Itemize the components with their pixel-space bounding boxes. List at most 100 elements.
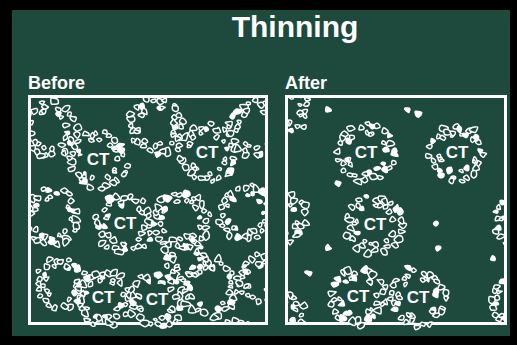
cell-blob	[105, 174, 110, 180]
cell-blob	[52, 265, 56, 269]
cell-blob	[45, 197, 49, 201]
cell-blob	[58, 233, 62, 237]
cell-blob	[464, 165, 469, 170]
cell-blob	[155, 322, 161, 326]
cell-blob	[250, 295, 255, 299]
cell-blob	[343, 232, 350, 239]
cell-blob	[334, 277, 340, 283]
cell-blob	[32, 237, 37, 240]
cell-blob	[391, 242, 398, 248]
cell-blob	[159, 316, 165, 321]
cell-blob	[202, 209, 207, 213]
cell-blob	[224, 228, 230, 231]
cell-blob	[424, 278, 427, 281]
clump-label: CT	[355, 143, 378, 163]
cell-blob	[198, 176, 205, 180]
cell-blob	[255, 262, 261, 267]
cell-blob	[493, 210, 498, 213]
cell-blob	[63, 238, 69, 246]
cell-blob	[223, 266, 230, 271]
cell-blob	[91, 322, 95, 326]
cell-blob	[438, 173, 444, 178]
cell-blob	[360, 207, 364, 211]
cell-blob	[112, 246, 119, 250]
cell-blob	[380, 289, 386, 295]
cell-blob	[427, 322, 432, 327]
cell-blob	[42, 145, 46, 149]
cell-blob	[131, 138, 135, 143]
cell-blob	[292, 224, 298, 229]
cell-blob	[138, 232, 145, 236]
cell-blob	[151, 222, 156, 226]
cell-blob	[364, 250, 371, 257]
cell-blob	[473, 160, 476, 163]
cell-blob	[504, 199, 505, 205]
cell-blob	[384, 245, 390, 248]
clump-label: CT	[92, 288, 115, 308]
cell-blob	[301, 209, 308, 216]
cell-blob	[260, 229, 264, 233]
cell-blob	[199, 131, 203, 135]
cell-blob	[246, 102, 250, 105]
cell-blob	[84, 307, 89, 310]
cell-blob	[74, 132, 80, 138]
cell-blob	[405, 265, 412, 270]
cell-blob	[473, 157, 477, 164]
cell-blob	[129, 124, 133, 129]
cell-blob	[191, 265, 196, 268]
cell-blob	[170, 253, 176, 256]
cell-blob	[469, 127, 477, 133]
cell-blob	[72, 290, 77, 296]
cell-blob	[199, 127, 204, 131]
cell-blob	[257, 200, 262, 204]
cell-blob	[162, 98, 167, 102]
cell-blob	[135, 128, 140, 134]
cell-blob	[414, 325, 420, 329]
cell-blob	[227, 274, 231, 279]
cell-blob	[195, 248, 199, 253]
clump-fill	[340, 127, 392, 179]
cell-blob	[159, 216, 165, 220]
cell-blob	[219, 205, 225, 210]
cell-blob	[70, 152, 75, 156]
cell-blob	[77, 149, 81, 153]
cell-blob	[153, 143, 157, 149]
cell-blob	[225, 147, 229, 150]
cell-blob	[288, 240, 293, 245]
cell-blob	[105, 233, 111, 238]
cell-blob	[42, 109, 46, 113]
cell-blob	[494, 285, 501, 289]
cell-blob	[68, 198, 74, 204]
cell-blob	[31, 146, 35, 151]
clump-fill	[393, 273, 443, 323]
cell-blob	[254, 235, 260, 239]
cell-blob	[230, 197, 236, 202]
cell-blob	[222, 307, 230, 312]
cell-blob	[365, 315, 372, 322]
cell-blob	[94, 131, 98, 135]
cell-blob	[44, 289, 49, 293]
cell-blob	[190, 125, 197, 130]
cell-blob	[43, 272, 46, 276]
cell-blob	[41, 284, 45, 287]
cell-blob	[197, 265, 202, 269]
cell-blob	[471, 137, 476, 143]
cell-blob	[378, 176, 383, 180]
cell-blob	[43, 277, 49, 281]
cell-blob	[126, 111, 134, 117]
cell-blob	[121, 292, 126, 296]
cell-blob	[155, 204, 162, 212]
sample-panel: CTCTCTCTCTAfter	[285, 95, 507, 325]
clump-fill	[72, 134, 124, 186]
cell-blob	[232, 226, 236, 230]
cell-blob	[473, 165, 480, 171]
cell-blob	[244, 185, 250, 191]
cell-blob	[182, 289, 188, 293]
cell-blob	[205, 127, 209, 132]
cell-blob	[398, 217, 404, 224]
cell-blob	[67, 208, 71, 212]
sample-panel: CTCTCTCTCTBefore	[28, 95, 268, 325]
cell-blob	[292, 296, 297, 300]
cell-blob	[31, 227, 32, 233]
cell-blob	[199, 236, 203, 241]
